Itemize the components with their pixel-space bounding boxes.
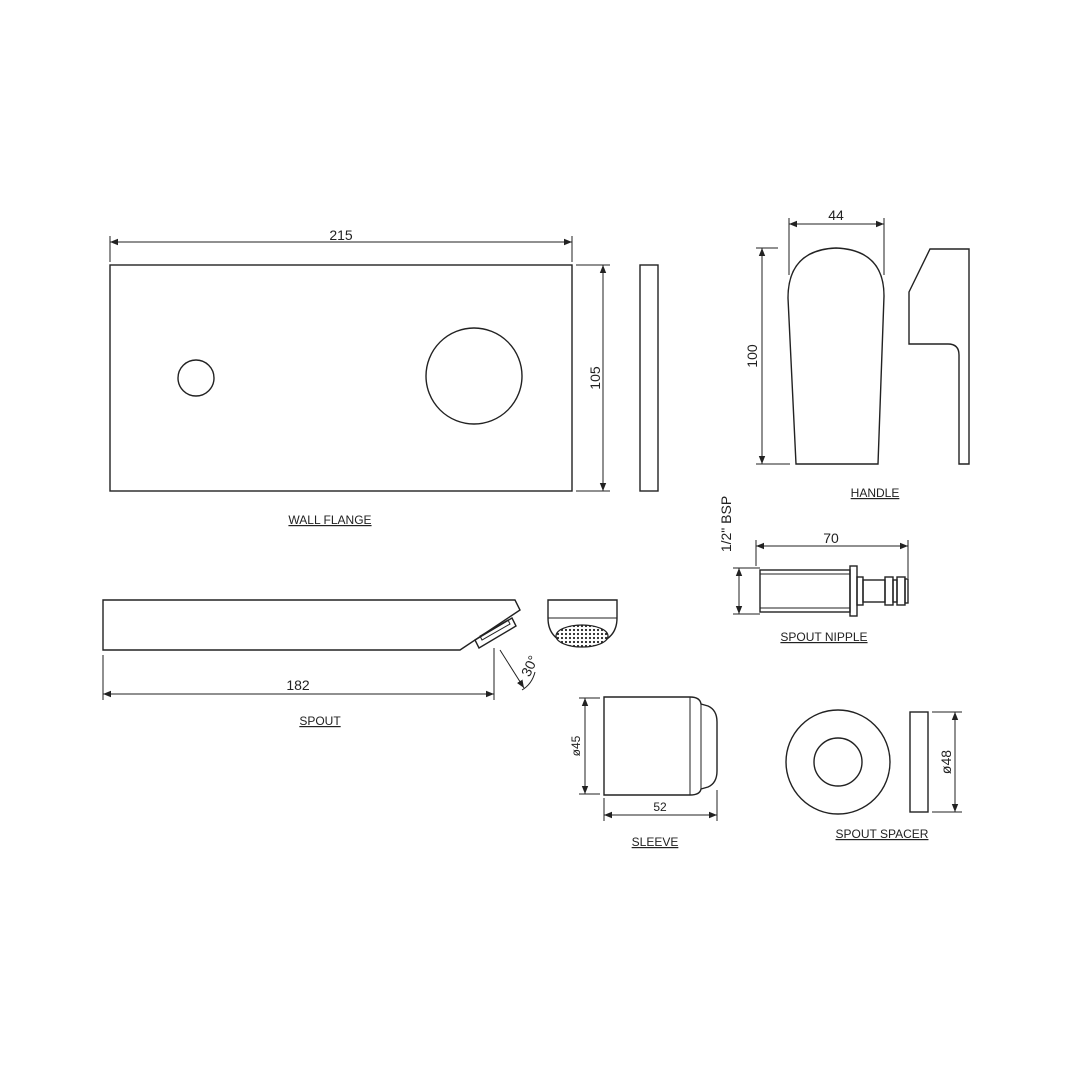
wall-flange-plate — [109, 264, 573, 492]
spout-nipple-thread-value: 1/2" BSP — [718, 496, 734, 552]
wall-flange-large-hole — [425, 327, 523, 425]
spout-angle-leader — [499, 649, 525, 689]
spout-spacer-label: SPOUT SPACER — [836, 827, 929, 841]
spout-angle-value: 30° — [518, 653, 541, 679]
handle-height-value: 100 — [744, 344, 760, 368]
sleeve-diameter-value: ø45 — [569, 735, 583, 756]
handle-label: HANDLE — [851, 486, 900, 500]
spout-label: SPOUT — [299, 714, 341, 728]
spout-spacer-inner-hole — [813, 737, 863, 787]
spout-spacer-outer-ring — [785, 709, 891, 815]
handle-group: 44 100 HANDLE — [744, 207, 970, 500]
wall-flange-width-value: 215 — [329, 227, 353, 243]
sleeve-label: SLEEVE — [632, 835, 679, 849]
spout-nipple-label: SPOUT NIPPLE — [780, 630, 867, 644]
sleeve-group: ø45 52 SLEEVE — [569, 696, 718, 849]
spout-side-view — [102, 599, 521, 651]
spout-group: 182 30° SPOUT — [102, 599, 618, 728]
spout-spacer-side-view — [909, 711, 929, 813]
spout-angle-arc — [521, 671, 536, 691]
spout-end-view — [547, 599, 618, 648]
spout-aerator-outlet — [474, 617, 517, 649]
spout-spacer-group: ø48 SPOUT SPACER — [785, 709, 962, 841]
spout-aerator-mesh — [555, 624, 609, 648]
wall-flange-label: WALL FLANGE — [288, 513, 371, 527]
sleeve-length-value: 52 — [653, 800, 667, 814]
sleeve-body — [603, 696, 718, 796]
wall-flange-small-hole — [177, 359, 215, 397]
wall-flange-group: 215 105 WALL FLANGE — [109, 227, 659, 527]
spout-nipple-group: 1/2" BSP 70 SPOUT NIPPLE — [718, 496, 909, 644]
handle-front-view — [787, 247, 885, 465]
spout-spacer-diameter-value: ø48 — [938, 750, 954, 774]
spout-nipple-length-value: 70 — [823, 530, 839, 546]
handle-width-value: 44 — [828, 207, 844, 223]
spout-length-value: 182 — [286, 677, 310, 693]
wall-flange-side-view — [639, 264, 659, 492]
spout-nipple-body — [759, 565, 909, 617]
handle-side-view — [908, 248, 970, 465]
wall-flange-height-value: 105 — [587, 366, 603, 390]
